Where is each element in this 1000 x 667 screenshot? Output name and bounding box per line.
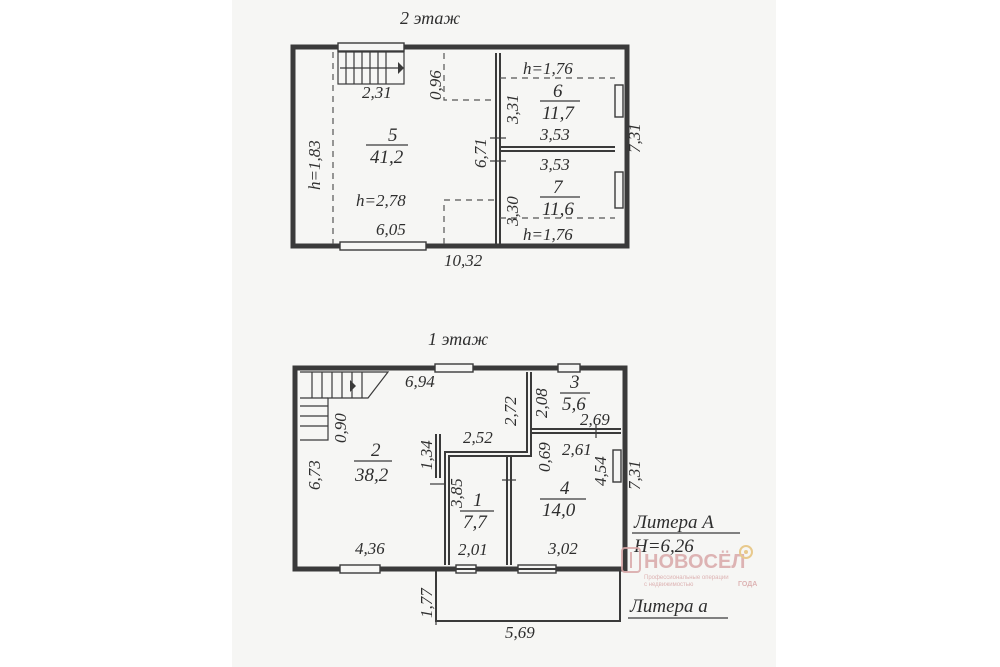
room2-depth: 6,73 (305, 460, 324, 490)
floor1-stair-depth: 0,90 (331, 413, 350, 443)
floor2-overall-depth: 7,31 (625, 123, 644, 153)
room1-depth: 3,85 (447, 478, 466, 509)
floor2-window-bottom (339, 241, 427, 251)
partition-1-34: 1,34 (417, 440, 436, 470)
partition-2-52: 2,52 (463, 428, 493, 447)
porch-depth: 1,77 (417, 587, 436, 618)
room5-height: h=2,78 (356, 191, 406, 210)
room4-number: 4 (560, 478, 570, 499)
room4-depth: 4,54 (591, 456, 610, 486)
novosel-logo-icon (621, 547, 641, 573)
room4-area: 14,0 (542, 500, 576, 521)
paper-sheet (232, 0, 776, 667)
partition-2-72: 2,72 (501, 396, 520, 426)
room5-depth: 6,71 (471, 138, 490, 168)
litera-A-label: Литера А (633, 512, 714, 533)
floor1-window-top (434, 363, 474, 373)
room1-width: 2,01 (458, 540, 488, 559)
award-star-icon (739, 545, 753, 559)
room7-area: 11,6 (542, 199, 574, 220)
room3-width: 2,69 (580, 410, 610, 429)
floor1-partition-main (444, 372, 528, 565)
room6-area: 11,7 (542, 103, 575, 124)
room4-width-top: 2,61 (562, 440, 592, 459)
room2-area: 38,2 (354, 465, 389, 486)
floor2-stairs (337, 51, 405, 85)
floor1-title: 1 этаж (428, 329, 488, 349)
floor2-window-right-1 (614, 84, 624, 118)
room1-number: 1 (473, 490, 483, 511)
floor1-window-right (612, 449, 622, 483)
room3-depth: 2,08 (532, 388, 551, 418)
floor2-outer-wall (290, 44, 630, 249)
room2-number: 2 (371, 440, 381, 461)
floor2-stair-depth: 0,96 (426, 70, 445, 100)
room4-width-bottom: 3,02 (547, 539, 578, 558)
room2-width-top: 6,94 (405, 372, 435, 391)
floor2-title: 2 этаж (400, 8, 460, 28)
floor2-window-right-2 (614, 171, 624, 209)
room5-area: 41,2 (370, 147, 404, 168)
room6-width: 3,53 (539, 125, 570, 144)
room7-height: h=1,76 (523, 225, 573, 244)
floor1-window-top-2 (557, 363, 581, 373)
floor2-window-top (337, 42, 405, 52)
room6-number: 6 (553, 81, 563, 102)
room5-number: 5 (388, 125, 398, 146)
room6-depth: 3,31 (503, 94, 522, 125)
floor1-window-bottom (339, 564, 381, 574)
floor1-stairs (300, 371, 390, 441)
watermark-tagline-2: с недвижимостью (644, 582, 694, 588)
litera-a-label: Литера а (629, 596, 708, 617)
floor1-plan: 1 этаж (292, 329, 644, 642)
legend: Литера А Н=6,26 Литера а (628, 512, 740, 619)
floor2-stair-width: 2,31 (362, 83, 392, 102)
room3-number: 3 (569, 372, 580, 393)
watermark-tagline-1: Профессиональные операции (644, 575, 729, 581)
watermark-brand: НОВОСЁЛ (644, 550, 745, 573)
floor2-left-wall-height: h=1,83 (305, 140, 324, 190)
floor2-plan: 2 этаж (290, 8, 644, 270)
floor2-overall-width: 10,32 (444, 251, 483, 270)
room3-area: 5,6 (562, 394, 586, 415)
room4-offset: 0,69 (535, 442, 554, 472)
watermark-award: ГОДА (738, 581, 757, 588)
building-height-label: Н=6,26 (633, 536, 694, 557)
room7-number: 7 (553, 177, 564, 198)
porch-outline (435, 568, 621, 622)
floor1-overall-width: 5,69 (505, 623, 535, 642)
floor1-overall-depth: 7,31 (625, 460, 644, 490)
room7-depth: 3,30 (503, 196, 522, 227)
room6-height: h=1,76 (523, 59, 573, 78)
novosel-watermark: НОВОСЁЛ Профессиональные операции с недв… (621, 545, 757, 588)
room2-width-bottom: 4,36 (355, 539, 385, 558)
room5-width: 6,05 (376, 220, 406, 239)
room7-width: 3,53 (539, 155, 570, 174)
room1-area: 7,7 (463, 512, 488, 533)
